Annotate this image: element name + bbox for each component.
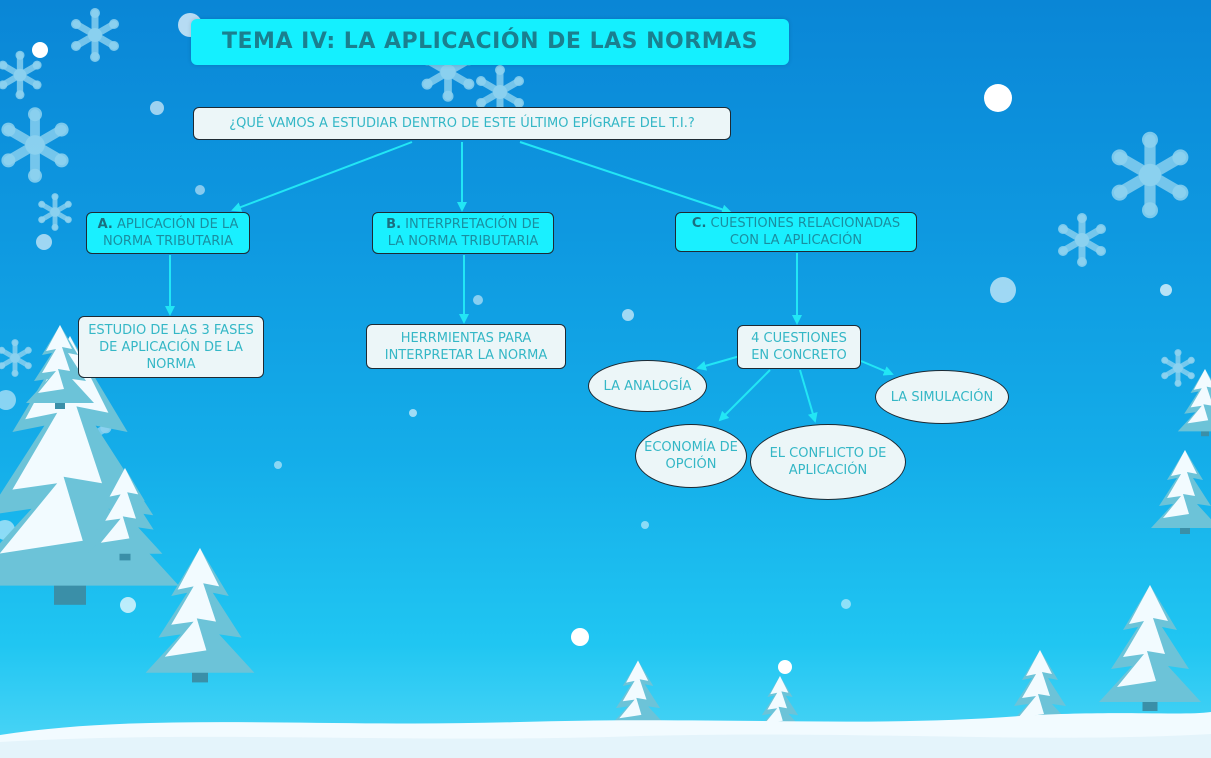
arrow-question-to-c	[519, 141, 732, 215]
detail-a-text: ESTUDIO DE LAS 3 FASES DE APLICACIÓN DE …	[88, 322, 254, 372]
page-title: TEMA IV: LA APLICACIÓN DE LAS NORMAS	[191, 19, 789, 65]
branch-c-text: CUESTIONES RELACIONADAS CON LA APLICACIÓ…	[706, 216, 901, 248]
detail-c-text: 4 CUESTIONES EN CONCRETO	[751, 331, 847, 363]
branch-a-text: APLICACIÓN DE LA NORMA TRIBUTARIA	[102, 217, 239, 249]
question-text: ¿QUÉ VAMOS A ESTUDIAR DENTRO DE ESTE ÚLT…	[229, 116, 695, 131]
detail-b-text: HERRMIENTAS PARA INTERPRETAR LA NORMA	[384, 330, 548, 363]
issue-analogia: LA ANALOGÍA	[588, 360, 707, 412]
detail-b-node: HERRMIENTAS PARA INTERPRETAR LA NORMA	[366, 324, 566, 369]
branch-c-letter: C.	[691, 216, 707, 231]
branch-a-letter: A.	[97, 217, 113, 232]
branch-b-letter: B.	[386, 217, 402, 232]
detail-c-node: 4 CUESTIONES EN CONCRETO	[737, 325, 861, 369]
branch-b-node: B. INTERPRETACIÓN DE LA NORMA TRIBUTARIA	[372, 212, 554, 254]
snow-dots	[0, 13, 1172, 674]
issue-economia-text: ECONOMÍA DE OPCIÓN	[644, 440, 738, 472]
question-node: ¿QUÉ VAMOS A ESTUDIAR DENTRO DE ESTE ÚLT…	[193, 107, 731, 140]
branch-b-label: B. INTERPRETACIÓN DE LA NORMA TRIBUTARIA	[379, 216, 547, 250]
issue-analogia-text: LA ANALOGÍA	[603, 378, 692, 394]
arrow-to-analogia	[696, 355, 741, 371]
branch-b-text: INTERPRETACIÓN DE LA NORMA TRIBUTARIA	[387, 217, 540, 249]
arrow-to-simulacion	[860, 360, 894, 376]
branch-c-node: C. CUESTIONES RELACIONADAS CON LA APLICA…	[675, 212, 917, 252]
detail-a-node: ESTUDIO DE LAS 3 FASES DE APLICACIÓN DE …	[78, 316, 264, 378]
arrow-question-to-a	[231, 141, 413, 212]
issue-conflicto-text: EL CONFLICTO DE APLICACIÓN	[769, 446, 887, 478]
branch-a-node: A. APLICACIÓN DE LA NORMA TRIBUTARIA	[86, 212, 250, 254]
arrow-to-economia	[718, 369, 771, 422]
branch-a-label: A. APLICACIÓN DE LA NORMA TRIBUTARIA	[93, 216, 243, 250]
issue-simulacion: LA SIMULACIÓN	[875, 370, 1009, 424]
issue-simulacion-text: LA SIMULACIÓN	[890, 389, 994, 405]
branch-c-label: C. CUESTIONES RELACIONADAS CON LA APLICA…	[682, 215, 910, 249]
issue-economia: ECONOMÍA DE OPCIÓN	[635, 424, 747, 488]
issue-conflicto: EL CONFLICTO DE APLICACIÓN	[750, 424, 906, 500]
arrow-to-conflicto	[799, 369, 818, 423]
